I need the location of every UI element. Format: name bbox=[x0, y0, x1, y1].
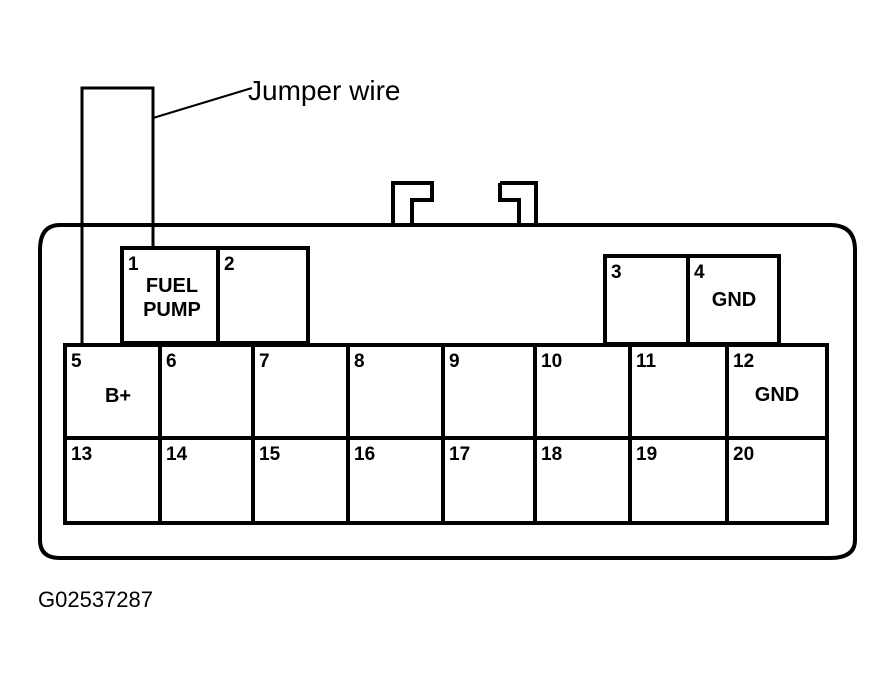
pin-label-1-line-1: FUEL bbox=[146, 275, 198, 297]
pin-cell-11: 11 bbox=[628, 343, 729, 440]
pin-number-13: 13 bbox=[71, 444, 92, 465]
pin-number-8: 8 bbox=[354, 351, 365, 372]
pin-number-6: 6 bbox=[166, 351, 177, 372]
pin-cell-10: 10 bbox=[533, 343, 632, 440]
pin-number-15: 15 bbox=[259, 444, 281, 465]
pin-number-2: 2 bbox=[224, 254, 235, 275]
pin-number-18: 18 bbox=[541, 444, 562, 465]
pin-box-20 bbox=[725, 436, 829, 525]
pin-number-7: 7 bbox=[259, 351, 270, 372]
pin-number-16: 16 bbox=[354, 444, 375, 465]
pin-label-5-line-1: B+ bbox=[105, 385, 131, 407]
pin-cell-5: 5B+ bbox=[63, 343, 162, 440]
pin-number-12: 12 bbox=[733, 351, 754, 372]
pin-cell-8: 8 bbox=[346, 343, 445, 440]
pin-cell-19: 19 bbox=[628, 436, 729, 525]
pin-number-1: 1 bbox=[128, 254, 139, 275]
locking-tab-right bbox=[498, 181, 538, 225]
pin-cell-15: 15 bbox=[251, 436, 350, 525]
jumper-wire bbox=[80, 86, 155, 345]
pin-cell-6: 6 bbox=[158, 343, 255, 440]
pin-cell-17: 17 bbox=[441, 436, 537, 525]
pin-number-4: 4 bbox=[694, 262, 705, 283]
locking-tab-left bbox=[391, 181, 434, 225]
pin-number-9: 9 bbox=[449, 351, 460, 372]
pin-label-12-line-1: GND bbox=[755, 384, 799, 406]
pin-number-17: 17 bbox=[449, 444, 470, 465]
pin-cell-3: 3 bbox=[603, 254, 690, 346]
pin-number-20: 20 bbox=[733, 444, 754, 465]
jumper-leader-line bbox=[152, 87, 253, 119]
pin-cell-18: 18 bbox=[533, 436, 632, 525]
pin-number-3: 3 bbox=[611, 262, 622, 283]
pin-label-1-line-2: PUMP bbox=[143, 299, 201, 321]
pin-cell-9: 9 bbox=[441, 343, 537, 440]
pin-cell-2: 2 bbox=[216, 246, 310, 345]
pin-cell-7: 7 bbox=[251, 343, 350, 440]
pin-cell-14: 14 bbox=[158, 436, 255, 525]
connector-body bbox=[38, 223, 857, 560]
jumper-label: Jumper wire bbox=[248, 75, 400, 106]
figure-id: G02537287 bbox=[38, 587, 153, 612]
pin-cell-16: 16 bbox=[346, 436, 445, 525]
pin-number-14: 14 bbox=[166, 444, 188, 465]
pin-number-11: 11 bbox=[636, 351, 657, 372]
pin-number-10: 10 bbox=[541, 351, 562, 372]
pin-cell-13: 13 bbox=[63, 436, 162, 525]
pin-label-4-line-1: GND bbox=[712, 289, 756, 311]
pin-number-19: 19 bbox=[636, 444, 657, 465]
pin-number-5: 5 bbox=[71, 351, 82, 372]
pin-cell-20: 20 bbox=[725, 436, 829, 525]
